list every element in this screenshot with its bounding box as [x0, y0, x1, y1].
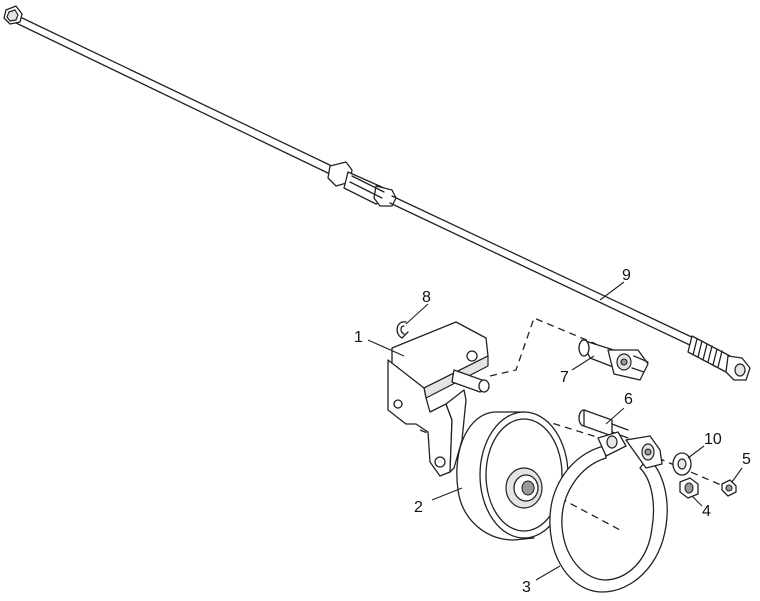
threaded-end: [687, 335, 751, 381]
bolt-part-6: [578, 409, 629, 439]
label-6: 6: [624, 391, 633, 408]
bracket-part-1: [387, 321, 490, 477]
label-9: 9: [622, 267, 631, 284]
cable-rod-part-9: [3, 5, 751, 381]
label-8: 8: [422, 289, 431, 306]
clip-part-8: [396, 321, 409, 339]
leader-lines: [367, 281, 743, 581]
label-5: 5: [742, 451, 751, 468]
label-10: 10: [704, 431, 722, 448]
drum-part-2: [456, 411, 569, 541]
small-nut-part-5: [721, 479, 737, 497]
band-part-3: [549, 431, 668, 593]
label-3: 3: [522, 579, 531, 596]
clevis-part-7: [578, 339, 649, 381]
label-7: 7: [560, 369, 569, 386]
label-4: 4: [702, 503, 711, 520]
washer-part-10: [672, 452, 692, 476]
label-1: 1: [354, 329, 363, 346]
nut-part-4: [679, 477, 699, 499]
label-2: 2: [414, 499, 423, 516]
